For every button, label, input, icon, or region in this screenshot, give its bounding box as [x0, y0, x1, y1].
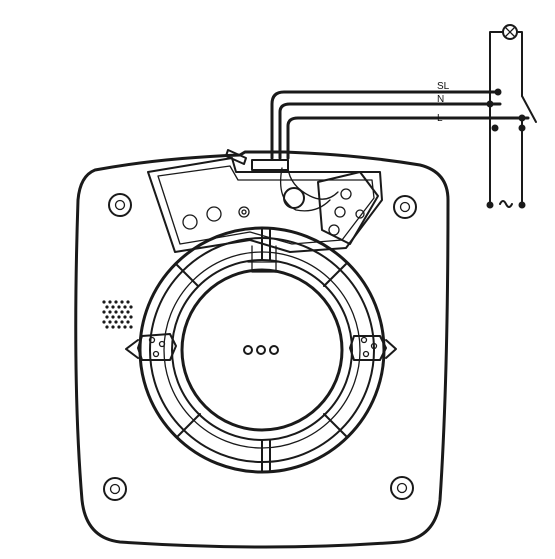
vent-dot — [108, 320, 112, 324]
internal-wire-b — [287, 167, 339, 200]
vent-dot — [123, 305, 127, 309]
vent-dot — [126, 300, 130, 304]
vent-dot — [129, 315, 133, 319]
cable-gland-right — [251, 159, 289, 171]
terminal-screw-3 — [328, 224, 340, 236]
vent-dot — [120, 320, 124, 324]
ring-top-fitting — [251, 245, 277, 273]
vent-dot — [126, 310, 130, 314]
supply-terminal-l — [518, 201, 526, 209]
vent-dot — [120, 310, 124, 314]
component-1 — [182, 214, 198, 230]
vent-dot — [111, 325, 115, 329]
vent-dot — [102, 320, 106, 324]
vent-dot — [114, 310, 118, 314]
center-circle-3 — [269, 345, 279, 355]
vent-dot — [111, 305, 115, 309]
mounting-hole-bottom-left — [103, 477, 127, 501]
terminal-screw-2 — [334, 206, 346, 218]
vent-grid — [102, 300, 133, 329]
lamp-wire-left — [489, 31, 504, 205]
vent-dot — [108, 310, 112, 314]
vent-dot — [129, 325, 133, 329]
terminal-box-inner — [157, 165, 375, 245]
vent-dot — [129, 305, 133, 309]
vent-dot — [111, 315, 115, 319]
vent-dot — [114, 300, 118, 304]
mounting-hole-bottom-right — [390, 476, 414, 500]
terminal-label-n: N — [437, 94, 444, 105]
cable-sl — [270, 90, 500, 160]
vent-dot — [120, 300, 124, 304]
switch-icon — [521, 95, 537, 205]
terminal-label-l: L — [437, 113, 443, 124]
vent-dot — [117, 305, 121, 309]
vent-dot — [105, 305, 109, 309]
center-circle-2 — [256, 345, 266, 355]
vent-dot — [114, 320, 118, 324]
vent-dot — [105, 325, 109, 329]
lamp-icon — [502, 24, 518, 40]
right-clip — [349, 335, 397, 361]
vent-dot — [117, 325, 121, 329]
component-3-inner — [241, 209, 247, 215]
fan-inner-duct — [180, 268, 344, 432]
cable-gland-left — [225, 149, 247, 165]
cable-n — [278, 102, 502, 160]
vent-dot — [102, 300, 106, 304]
terminal-block — [317, 171, 379, 245]
lamp-wire-right — [516, 31, 523, 97]
vent-dot — [102, 310, 106, 314]
mounting-hole-top-right — [393, 195, 417, 219]
component-2 — [206, 206, 222, 222]
left-clip — [125, 333, 177, 361]
mounting-hole-top-left — [108, 193, 132, 217]
vent-dot — [117, 315, 121, 319]
cable-l — [286, 116, 530, 160]
vent-dot — [108, 300, 112, 304]
junction-sl — [494, 88, 502, 96]
internal-wire-a — [279, 167, 331, 212]
ac-supply-icon — [499, 200, 513, 208]
vent-dot — [123, 315, 127, 319]
supply-terminal-n — [486, 201, 494, 209]
terminal-screw-1 — [340, 188, 352, 200]
wire-grommet — [283, 187, 305, 209]
terminal-label-sl: SL — [437, 81, 450, 92]
component-3 — [238, 206, 250, 218]
terminal-screw-4 — [355, 209, 365, 219]
junction-n2 — [491, 124, 499, 132]
vent-dot — [126, 320, 130, 324]
vent-dot — [123, 325, 127, 329]
fan-ring-4 — [171, 259, 353, 441]
vent-dot — [105, 315, 109, 319]
fan-ring-spokes — [175, 227, 347, 473]
center-circle-1 — [243, 345, 253, 355]
fan-housing — [74, 150, 450, 549]
